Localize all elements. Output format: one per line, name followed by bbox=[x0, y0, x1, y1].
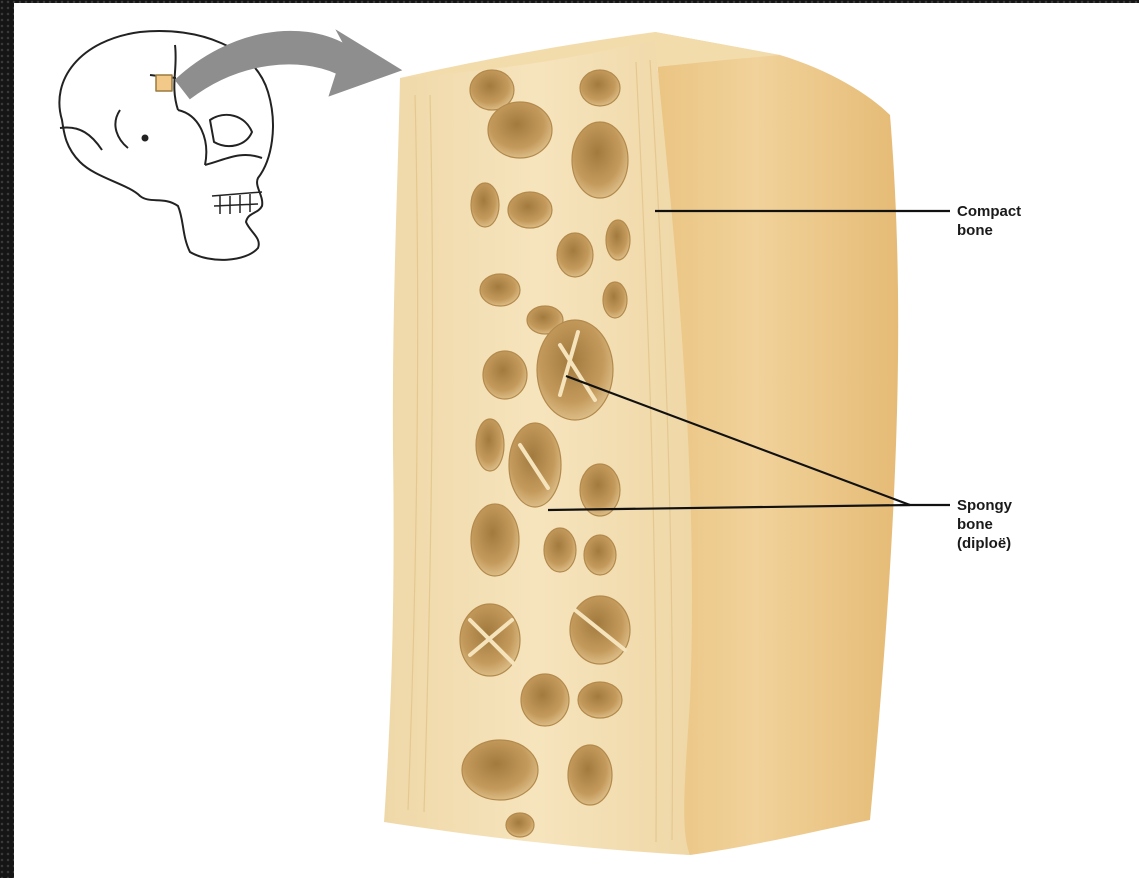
bone-section-illustration bbox=[384, 32, 898, 855]
inset-square bbox=[156, 75, 172, 91]
compact-bone-label-line2: bone bbox=[957, 221, 1021, 240]
compact-bone-label-line1: Compact bbox=[957, 202, 1021, 221]
spongy-bone-label: Spongy bone (diploë) bbox=[957, 496, 1012, 553]
compact-bone-label: Compact bone bbox=[957, 202, 1021, 240]
spongy-bone-label-line1: Spongy bbox=[957, 496, 1012, 515]
spongy-bone-label-line2: bone bbox=[957, 515, 1012, 534]
spongy-bone-label-line3: (diploë) bbox=[957, 534, 1012, 553]
